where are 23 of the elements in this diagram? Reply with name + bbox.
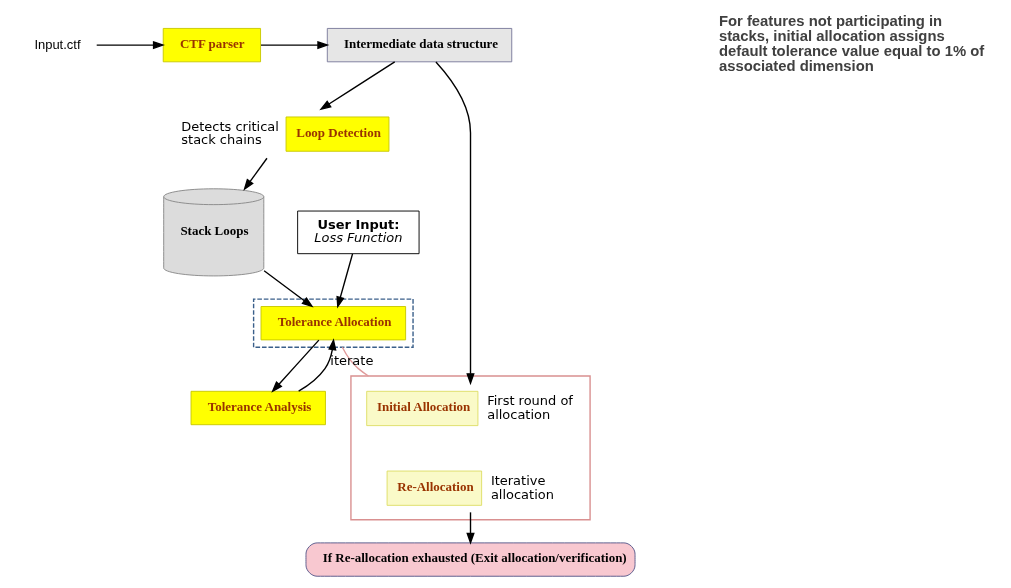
arrow — [260, 40, 330, 50]
node-box: Intermediate data structure — [326, 27, 513, 63]
node-label: First round of allocation — [487, 392, 573, 422]
arrow — [243, 157, 268, 191]
arrow — [435, 61, 475, 386]
node-label: Iterative allocation — [490, 472, 554, 502]
arrow — [319, 61, 396, 111]
node-box: User Input: Loss Function — [297, 210, 420, 255]
node-box: Tolerance Allocation — [260, 306, 407, 341]
arrow — [297, 338, 337, 392]
node-box: If Re-allocation exhausted (Exit allocation/verification) — [305, 542, 636, 577]
arrow — [336, 253, 354, 309]
node-text: Input.ctf — [34, 36, 81, 52]
node-label: Detects critical stack chains — [181, 118, 279, 148]
arrow — [466, 511, 475, 545]
node-box: CTF parser — [162, 27, 262, 63]
node-box: Tolerance Analysis — [190, 390, 326, 426]
arrow — [263, 270, 314, 308]
arrow — [271, 339, 320, 393]
arrow — [96, 40, 165, 50]
connector — [341, 346, 370, 377]
label: For features not participating in stacks, initial allocation assigns default tolerance value equal to 1% of associated dimension — [718, 13, 985, 74]
edge-label: iterate — [330, 353, 374, 369]
